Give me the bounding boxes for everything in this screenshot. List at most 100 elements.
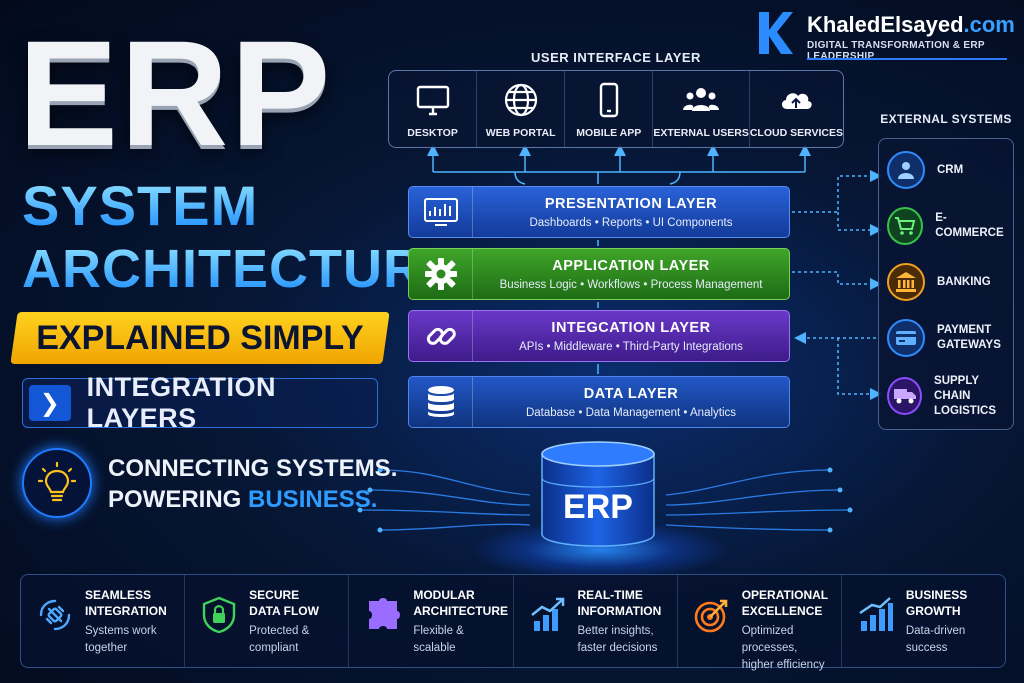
truck-icon	[887, 377, 923, 415]
presentation-layer: PRESENTATION LAYER Dashboards • Reports …	[408, 186, 790, 238]
gear-icon	[409, 249, 473, 299]
brand-name[interactable]: KhaledElsayed.com	[807, 12, 1015, 38]
external-item-label: BANKING	[937, 275, 991, 288]
tagline-business-highlight: BUSINESS.	[248, 486, 378, 513]
ui-item-desktop: DESKTOP	[389, 71, 478, 147]
brand-domain: .com	[963, 12, 1015, 37]
brand-name-text: KhaledElsayed	[807, 12, 964, 37]
application-layer: APPLICATION LAYER Business Logic • Workf…	[408, 248, 790, 300]
tagline-powering: POWERING BUSINESS.	[108, 486, 377, 514]
title-system: SYSTEM	[22, 174, 259, 237]
title-architecture: ARCHITECTURE	[22, 239, 460, 299]
ui-item-mobile-app: MOBILE APP	[565, 71, 654, 147]
benefit-desc: Better insights,	[577, 625, 654, 637]
layer-title: PRESENTATION LAYER	[544, 195, 718, 212]
benefit-secure-data-flow: SECURE DATA FLOW Protected & compliant	[185, 575, 350, 667]
benefit-operational-excellence: OPERATIONAL EXCELLENCE Optimized process…	[678, 575, 842, 671]
benefit-title: SEAMLESS	[85, 588, 152, 602]
database-icon	[409, 377, 473, 427]
layer-title: INTEGCATION LAYER	[551, 319, 711, 336]
benefit-desc: Flexible &	[413, 625, 464, 637]
ui-item-cloud-services: CLOUD SERVICES	[750, 71, 843, 147]
main-title: ERP	[18, 9, 333, 177]
chevron-right-icon: ❯	[29, 385, 71, 421]
external-systems-label: EXTERNAL SYSTEMS	[880, 112, 1012, 126]
ui-item-label: CLOUD SERVICES	[749, 127, 843, 139]
layer-title: DATA LAYER	[583, 385, 679, 402]
benefit-desc: compliant	[249, 642, 299, 654]
ui-layer-label: USER INTERFACE LAYER	[531, 50, 701, 65]
shield-lock-icon	[202, 596, 236, 634]
benefit-desc: Data-driven	[905, 625, 966, 637]
benefit-desc: Systems work	[85, 625, 157, 637]
dashboard-icon	[409, 187, 473, 237]
tagline-powering-prefix: POWERING	[108, 486, 249, 513]
external-item-crm: CRM	[887, 145, 1011, 195]
external-item-label: E-COMMERCE	[935, 212, 1004, 239]
lightbulb-icon	[22, 448, 92, 518]
puzzle-icon	[369, 598, 401, 629]
integration-layers-label: INTEGRATION LAYERS	[86, 372, 277, 433]
explained-banner-text: EXPLAINED SIMPLY	[36, 319, 364, 357]
ui-item-web-portal: WEB PORTAL	[477, 71, 566, 147]
benefit-title: BUSINESS	[905, 588, 968, 602]
external-item-banking: BANKING	[887, 257, 1011, 307]
card-icon	[887, 319, 925, 357]
brand-tagline: DIGITAL TRANSFORMATION & ERP LEADERSHIP	[807, 40, 985, 62]
integration-layers-badge: ❯ INTEGRATION LAYERS	[22, 372, 378, 433]
cloud-icon	[782, 93, 813, 109]
plug-icon	[39, 599, 71, 631]
target-icon	[694, 599, 727, 633]
benefit-title: INFORMATION	[577, 604, 662, 618]
benefit-desc: scalable	[413, 642, 456, 654]
chart-up-icon	[530, 597, 564, 631]
benefit-title: INTEGRATION	[85, 604, 167, 618]
explained-banner: EXPLAINED SIMPLY	[10, 312, 390, 364]
benefit-desc: Protected &	[249, 625, 310, 637]
brand-logo-icon	[759, 12, 793, 54]
benefit-title: SECURE	[249, 588, 300, 602]
external-item-label: CRM	[937, 163, 964, 176]
ui-item-external-users: EXTERNAL USERS	[653, 71, 750, 147]
integration-layer: INTEGCATION LAYER APIs • Middleware • Th…	[408, 310, 790, 362]
ui-item-label: WEB PORTAL	[485, 127, 556, 139]
benefit-desc: faster decisions	[577, 642, 658, 654]
benefit-desc: higher efficiency	[741, 659, 825, 671]
benefit-title: MODULAR	[413, 588, 475, 602]
benefit-desc: success	[905, 642, 948, 654]
benefit-title: OPERATIONAL	[741, 588, 829, 602]
layer-subtitle: Dashboards • Reports • UI Components	[529, 216, 733, 229]
ui-item-label: DESKTOP	[407, 127, 458, 139]
ui-layer-box: DESKTOP WEB PORTAL MOBILE APP EXTERNAL U…	[388, 70, 844, 148]
brand-underline	[807, 58, 1007, 60]
benefit-title: DATA FLOW	[249, 604, 319, 618]
users-icon	[683, 88, 720, 111]
layer-title: APPLICATION LAYER	[552, 257, 710, 274]
bank-icon	[887, 263, 925, 301]
mobile-icon	[599, 82, 618, 118]
benefit-desc: together	[85, 642, 128, 654]
external-item-ecommerce: E-COMMERCE	[887, 201, 1011, 251]
desktop-icon	[416, 85, 449, 116]
data-layer: DATA LAYER Database • Data Management • …	[408, 376, 790, 428]
layer-subtitle: Database • Data Management • Analytics	[525, 406, 737, 419]
benefit-seamless-integration: SEAMLESS INTEGRATION Systems work togeth…	[21, 575, 186, 667]
benefit-business-growth: BUSINESS GROWTH Data-driven success	[842, 575, 1005, 667]
erp-core-label: ERP	[563, 488, 633, 526]
benefit-modular-architecture: MODULAR ARCHITECTURE Flexible & scalable	[349, 575, 514, 667]
layer-subtitle: Business Logic • Workflows • Process Man…	[499, 278, 763, 291]
layer-subtitle: APIs • Middleware • Third-Party Integrat…	[519, 340, 743, 353]
link-icon	[409, 311, 473, 361]
benefits-bar: SEAMLESS INTEGRATION Systems work togeth…	[20, 574, 1006, 671]
benefit-title: EXCELLENCE	[741, 604, 823, 618]
benefit-title: REAL-TIME	[577, 588, 643, 602]
ui-item-label: EXTERNAL USERS	[653, 127, 749, 139]
globe-icon	[504, 83, 537, 117]
benefit-desc: Optimized processes,	[741, 625, 798, 654]
